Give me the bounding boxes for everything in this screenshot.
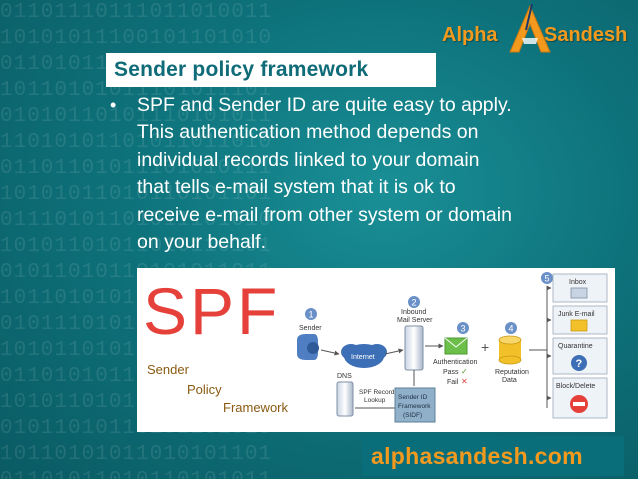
spf-diagram: SPF Sender Policy Framework 1 Sender Int…	[137, 268, 615, 432]
sender-id-box	[394, 387, 436, 423]
internet-cloud-icon	[341, 344, 387, 368]
dns-label: DNS	[337, 373, 352, 380]
question-mark-glyph: ?	[576, 358, 583, 370]
lookup-label: Lookup	[364, 397, 386, 404]
bullet-paragraph: SPF and Sender ID are quite easy to appl…	[137, 92, 627, 256]
spf-word-policy: Policy	[187, 382, 222, 397]
pass-label: Pass	[443, 369, 459, 376]
spf-record-label: SPF Record	[359, 389, 395, 396]
footer-url: alphasandesh.com	[371, 443, 583, 469]
step-3-number: 3	[461, 324, 466, 334]
step-3-badge	[457, 322, 469, 334]
step-4-number: 4	[509, 324, 514, 334]
reputation-database-icon	[498, 335, 522, 365]
sender-person-icon	[297, 334, 319, 360]
reputation-label: Reputation	[495, 369, 529, 376]
logo-sandesh-text: Sandesh	[544, 24, 628, 46]
fail-label: Fail	[447, 379, 459, 386]
inbound-label: Inbound	[401, 309, 426, 316]
dns-server-icon	[336, 381, 354, 417]
step-1-badge	[305, 308, 317, 320]
step-4-badge	[505, 322, 517, 334]
authentication-label: Authentication	[433, 359, 477, 366]
junk-label: Junk E-mail	[558, 311, 595, 318]
inbox-icon	[570, 287, 588, 299]
step-2-number: 2	[412, 298, 417, 308]
step-5-badge	[541, 272, 553, 284]
brand-logo: Alpha Sandesh	[440, 4, 636, 54]
inbox-label: Inbox	[569, 279, 587, 286]
logo-a-emblem	[509, 4, 551, 53]
block-label: Block/Delete	[556, 383, 595, 390]
bullet-line: individual records linked to your domain	[137, 148, 480, 171]
footer-url-box: alphasandesh.com	[362, 436, 624, 476]
framework-label: Framework	[398, 403, 431, 410]
spf-diagram-svg: SPF Sender Policy Framework 1 Sender Int…	[143, 272, 608, 423]
pass-check-icon: ✓	[461, 367, 468, 376]
bullet-line: This authentication method depends on	[137, 121, 479, 144]
plus-sign: +	[481, 339, 489, 355]
sidf-label: (SIDF)	[403, 412, 422, 419]
logo-alpha-text: Alpha	[442, 24, 498, 46]
spf-word-sender: Sender	[147, 362, 190, 377]
fail-cross-icon: ✕	[461, 377, 468, 386]
internet-label: Internet	[351, 354, 375, 361]
bullet-line: that tells e-mail system that it is ok t…	[137, 176, 456, 199]
inbound-server-icon	[404, 325, 424, 371]
step-2-badge	[408, 296, 420, 308]
question-icon	[571, 355, 587, 371]
bullet-line: receive e-mail from other system or doma…	[137, 203, 512, 226]
step-5-number: 5	[545, 274, 550, 284]
step-1-number: 1	[309, 310, 314, 320]
data-label: Data	[502, 377, 517, 384]
spf-big-label: SPF	[143, 274, 280, 348]
title-bar: Sender policy framework	[106, 53, 436, 87]
bullet-line: SPF and Sender ID are quite easy to appl…	[137, 94, 512, 116]
spf-word-framework: Framework	[223, 400, 289, 415]
sender-id-label: Sender ID	[398, 394, 428, 401]
bullet-line: on your behalf.	[137, 231, 267, 254]
slide-title: Sender policy framework	[114, 58, 369, 81]
junk-folder-icon	[570, 319, 588, 332]
bullet-icon: •	[110, 95, 117, 115]
sender-label: Sender	[299, 325, 322, 332]
quarantine-label: Quarantine	[558, 343, 593, 350]
mail-server-label: Mail Server	[397, 317, 433, 324]
